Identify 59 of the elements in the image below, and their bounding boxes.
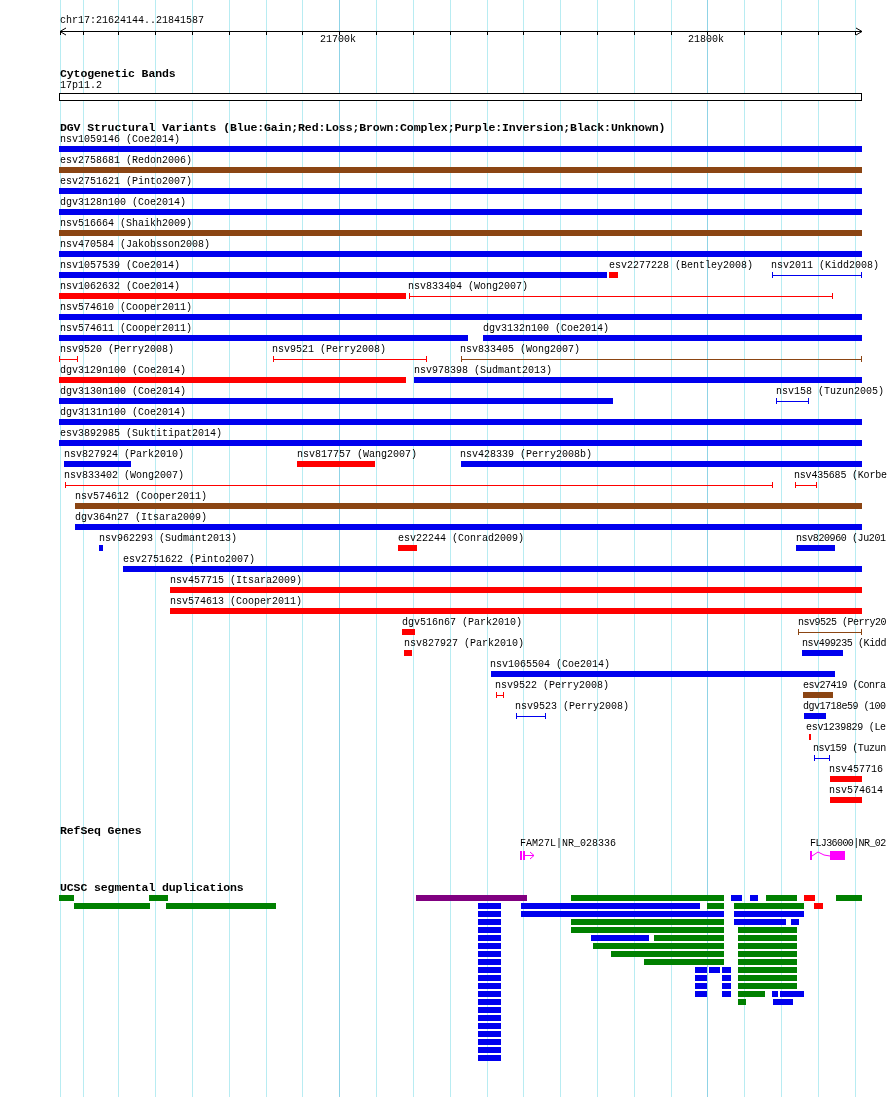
variant-label: nsv817757 (Wang2007)	[297, 449, 418, 461]
variant-label: esv1239829 (Le	[806, 722, 886, 734]
variant-label: nsv516664 (Shaikh2009)	[60, 218, 193, 230]
variant-label: nsv158 (Tuzun2005)	[776, 386, 885, 398]
variant-label: dgv364n27 (Itsara2009)	[75, 512, 208, 524]
track-title: UCSC segmental duplications	[60, 882, 244, 894]
variant-label: nsv470584 (Jakobsson2008)	[60, 239, 211, 251]
variant-label: esv2751622 (Pinto2007)	[123, 554, 256, 566]
variant-label: nsv9525 (Perry20	[798, 617, 886, 629]
variant-label: nsv9522 (Perry2008)	[495, 680, 610, 692]
variant-label: dgv1718e59 (100	[803, 701, 886, 713]
variant-label: nsv1065504 (Coe2014)	[490, 659, 611, 671]
variant-label: nsv499235 (Kidd	[802, 638, 886, 650]
variant-label: nsv1059146 (Coe2014)	[60, 134, 181, 146]
variant-label: nsv574614	[829, 785, 883, 797]
variant-label: esv2751621 (Pinto2007)	[60, 176, 193, 188]
variant-label: esv27419 (Conra	[803, 680, 886, 692]
variant-label: nsv833405 (Wong2007)	[460, 344, 581, 356]
variant-label: dgv3130n100 (Coe2014)	[60, 386, 187, 398]
gene-label: FLJ36000|NR_02	[810, 838, 886, 850]
variant-label: dgv3132n100 (Coe2014)	[483, 323, 610, 335]
axis-tick-label: 21700k	[320, 34, 356, 46]
variant-label: esv3892985 (Suktitipat2014)	[60, 428, 223, 440]
axis-tick-label: 21800k	[688, 34, 724, 46]
position-label: chr17:21624144..21841587	[60, 15, 205, 27]
variant-label: nsv1057539 (Coe2014)	[60, 260, 181, 272]
variant-label: esv2758681 (Redon2006)	[60, 155, 193, 167]
variant-label: nsv2011 (Kidd2008)	[771, 260, 880, 272]
variant-label: nsv574612 (Cooper2011)	[75, 491, 208, 503]
track-title: Cytogenetic Bands	[60, 68, 176, 80]
variant-label: nsv827927 (Park2010)	[404, 638, 525, 650]
track-title: DGV Structural Variants (Blue:Gain;Red:Loss;Brown:Complex;Purple:Inversion;Black:Unknown)	[60, 122, 666, 134]
variant-label: nsv9520 (Perry2008)	[60, 344, 175, 356]
variant-label: nsv1062632 (Coe2014)	[60, 281, 181, 293]
variant-label: dgv3131n100 (Coe2014)	[60, 407, 187, 419]
variant-label: nsv833404 (Wong2007)	[408, 281, 529, 293]
variant-label: nsv574611 (Cooper2011)	[60, 323, 193, 335]
variant-label: esv2277228 (Bentley2008)	[609, 260, 754, 272]
variant-label: nsv9521 (Perry2008)	[272, 344, 387, 356]
variant-label: dgv3129n100 (Coe2014)	[60, 365, 187, 377]
variant-label: nsv574610 (Cooper2011)	[60, 302, 193, 314]
variant-label: nsv978398 (Sudmant2013)	[414, 365, 553, 377]
variant-label: nsv435685 (Korbe	[794, 470, 887, 482]
variant-label: nsv574613 (Cooper2011)	[170, 596, 303, 608]
variant-label: nsv827924 (Park2010)	[64, 449, 185, 461]
variant-label: nsv9523 (Perry2008)	[515, 701, 630, 713]
variant-label: dgv3128n100 (Coe2014)	[60, 197, 187, 209]
variant-label: nsv457715 (Itsara2009)	[170, 575, 303, 587]
track-title: RefSeq Genes	[60, 825, 142, 837]
variant-label: nsv962293 (Sudmant2013)	[99, 533, 238, 545]
variant-label: nsv428339 (Perry2008b)	[460, 449, 593, 461]
variant-label: nsv159 (Tuzun	[813, 743, 886, 755]
variant-label: nsv457716	[829, 764, 883, 776]
variant-label: esv22244 (Conrad2009)	[398, 533, 525, 545]
gene-label: FAM27L|NR_028336	[520, 838, 616, 850]
band-label: 17p11.2	[60, 80, 102, 92]
variant-label: nsv820960 (Ju201	[796, 533, 886, 545]
variant-label: dgv516n67 (Park2010)	[402, 617, 523, 629]
variant-label: nsv833402 (Wong2007)	[64, 470, 185, 482]
